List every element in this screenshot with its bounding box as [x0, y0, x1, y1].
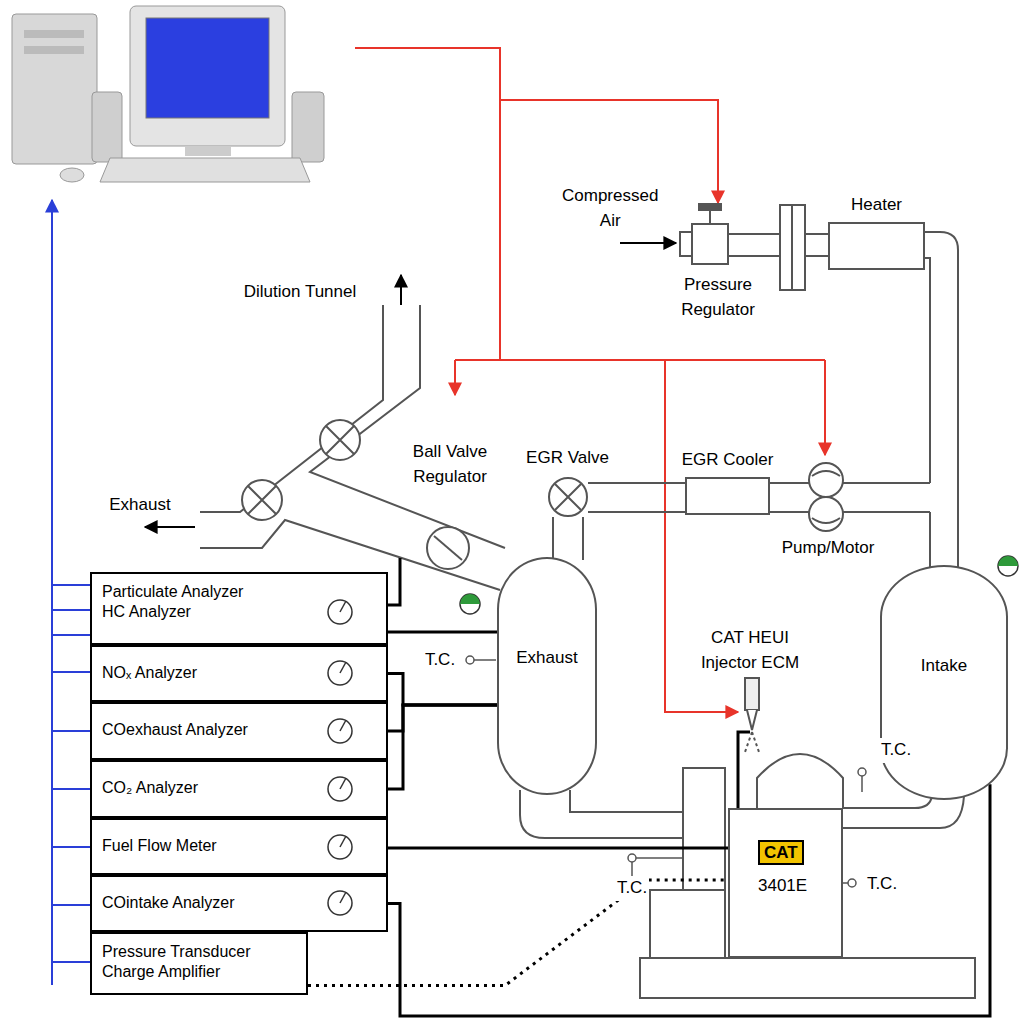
part-label: T.C.: [879, 738, 913, 763]
sample-line: [388, 674, 497, 706]
node-label: COintake Analyzer: [102, 893, 326, 913]
sample-line: [388, 705, 497, 789]
exhaust-outlet-arrow: [145, 526, 195, 528]
computer-icon: [12, 6, 324, 182]
heater-box: Heater: [828, 222, 925, 270]
node-label: HC Analyzer: [102, 602, 326, 622]
node-label: CO₂ Analyzer: [102, 778, 326, 798]
part-label: Dilution Tunnel: [242, 280, 358, 305]
meter-box: Fuel Flow Meter: [90, 818, 388, 875]
part-label: Pump/Motor: [780, 536, 877, 561]
part-label: Compressed Air: [560, 184, 660, 233]
node-label: Fuel Flow Meter: [102, 836, 326, 856]
analyzer-box: COintake Analyzer: [90, 875, 388, 932]
part-label: CAT HEUI Injector ECM: [688, 626, 812, 675]
particulate-sample-wire: [388, 558, 400, 605]
tunnel-outlet-arrow: [400, 275, 402, 305]
node-label: Exhaust: [503, 647, 591, 668]
part-label: T.C.: [865, 872, 899, 897]
node-label: EGR Cooler: [648, 449, 808, 470]
part-label: Pressure Regulator: [668, 273, 768, 322]
analyzer-dials: [328, 600, 352, 915]
node-label: Particulate Analyzer: [102, 582, 326, 602]
amplifier-box: Pressure Transducer Charge Amplifier: [90, 932, 308, 995]
node-label: NOₓ Analyzer: [102, 663, 326, 683]
part-label: T.C.: [615, 876, 649, 901]
egr-cooler-box: EGR Cooler: [685, 477, 770, 515]
part-label: T.C.: [423, 648, 457, 673]
data-bus-lines: [52, 200, 90, 985]
brand-logo: CAT: [758, 840, 804, 865]
valves: [242, 420, 843, 569]
engine-block: CAT 3401E: [728, 808, 843, 958]
part-label: Exhaust: [107, 493, 172, 518]
node-label: 3401E: [758, 875, 835, 896]
exhaust-plenum: Exhaust: [497, 557, 597, 795]
analyzer-box: COexhaust Analyzer: [90, 702, 388, 760]
part-label: Ball Valve Regulator: [400, 440, 500, 489]
air-inlet-arrow: [620, 242, 676, 244]
analyzer-box: NOₓ Analyzer: [90, 645, 388, 702]
node-label: Heater: [797, 194, 957, 215]
piping: [200, 232, 964, 838]
analyzer-box: Particulate AnalyzerHC Analyzer: [90, 572, 388, 645]
node-label: COexhaust Analyzer: [102, 720, 326, 740]
analyzer-box: CO₂ Analyzer: [90, 760, 388, 818]
part-label: EGR Valve: [524, 446, 611, 471]
intake-plenum: Intake: [880, 565, 1008, 800]
node-label: Pressure Transducer Charge Amplifier: [102, 942, 277, 982]
node-label: Intake: [886, 655, 1002, 676]
sample-line: [388, 631, 497, 634]
sample-line: [388, 784, 990, 1016]
signal-cable: [308, 880, 728, 986]
